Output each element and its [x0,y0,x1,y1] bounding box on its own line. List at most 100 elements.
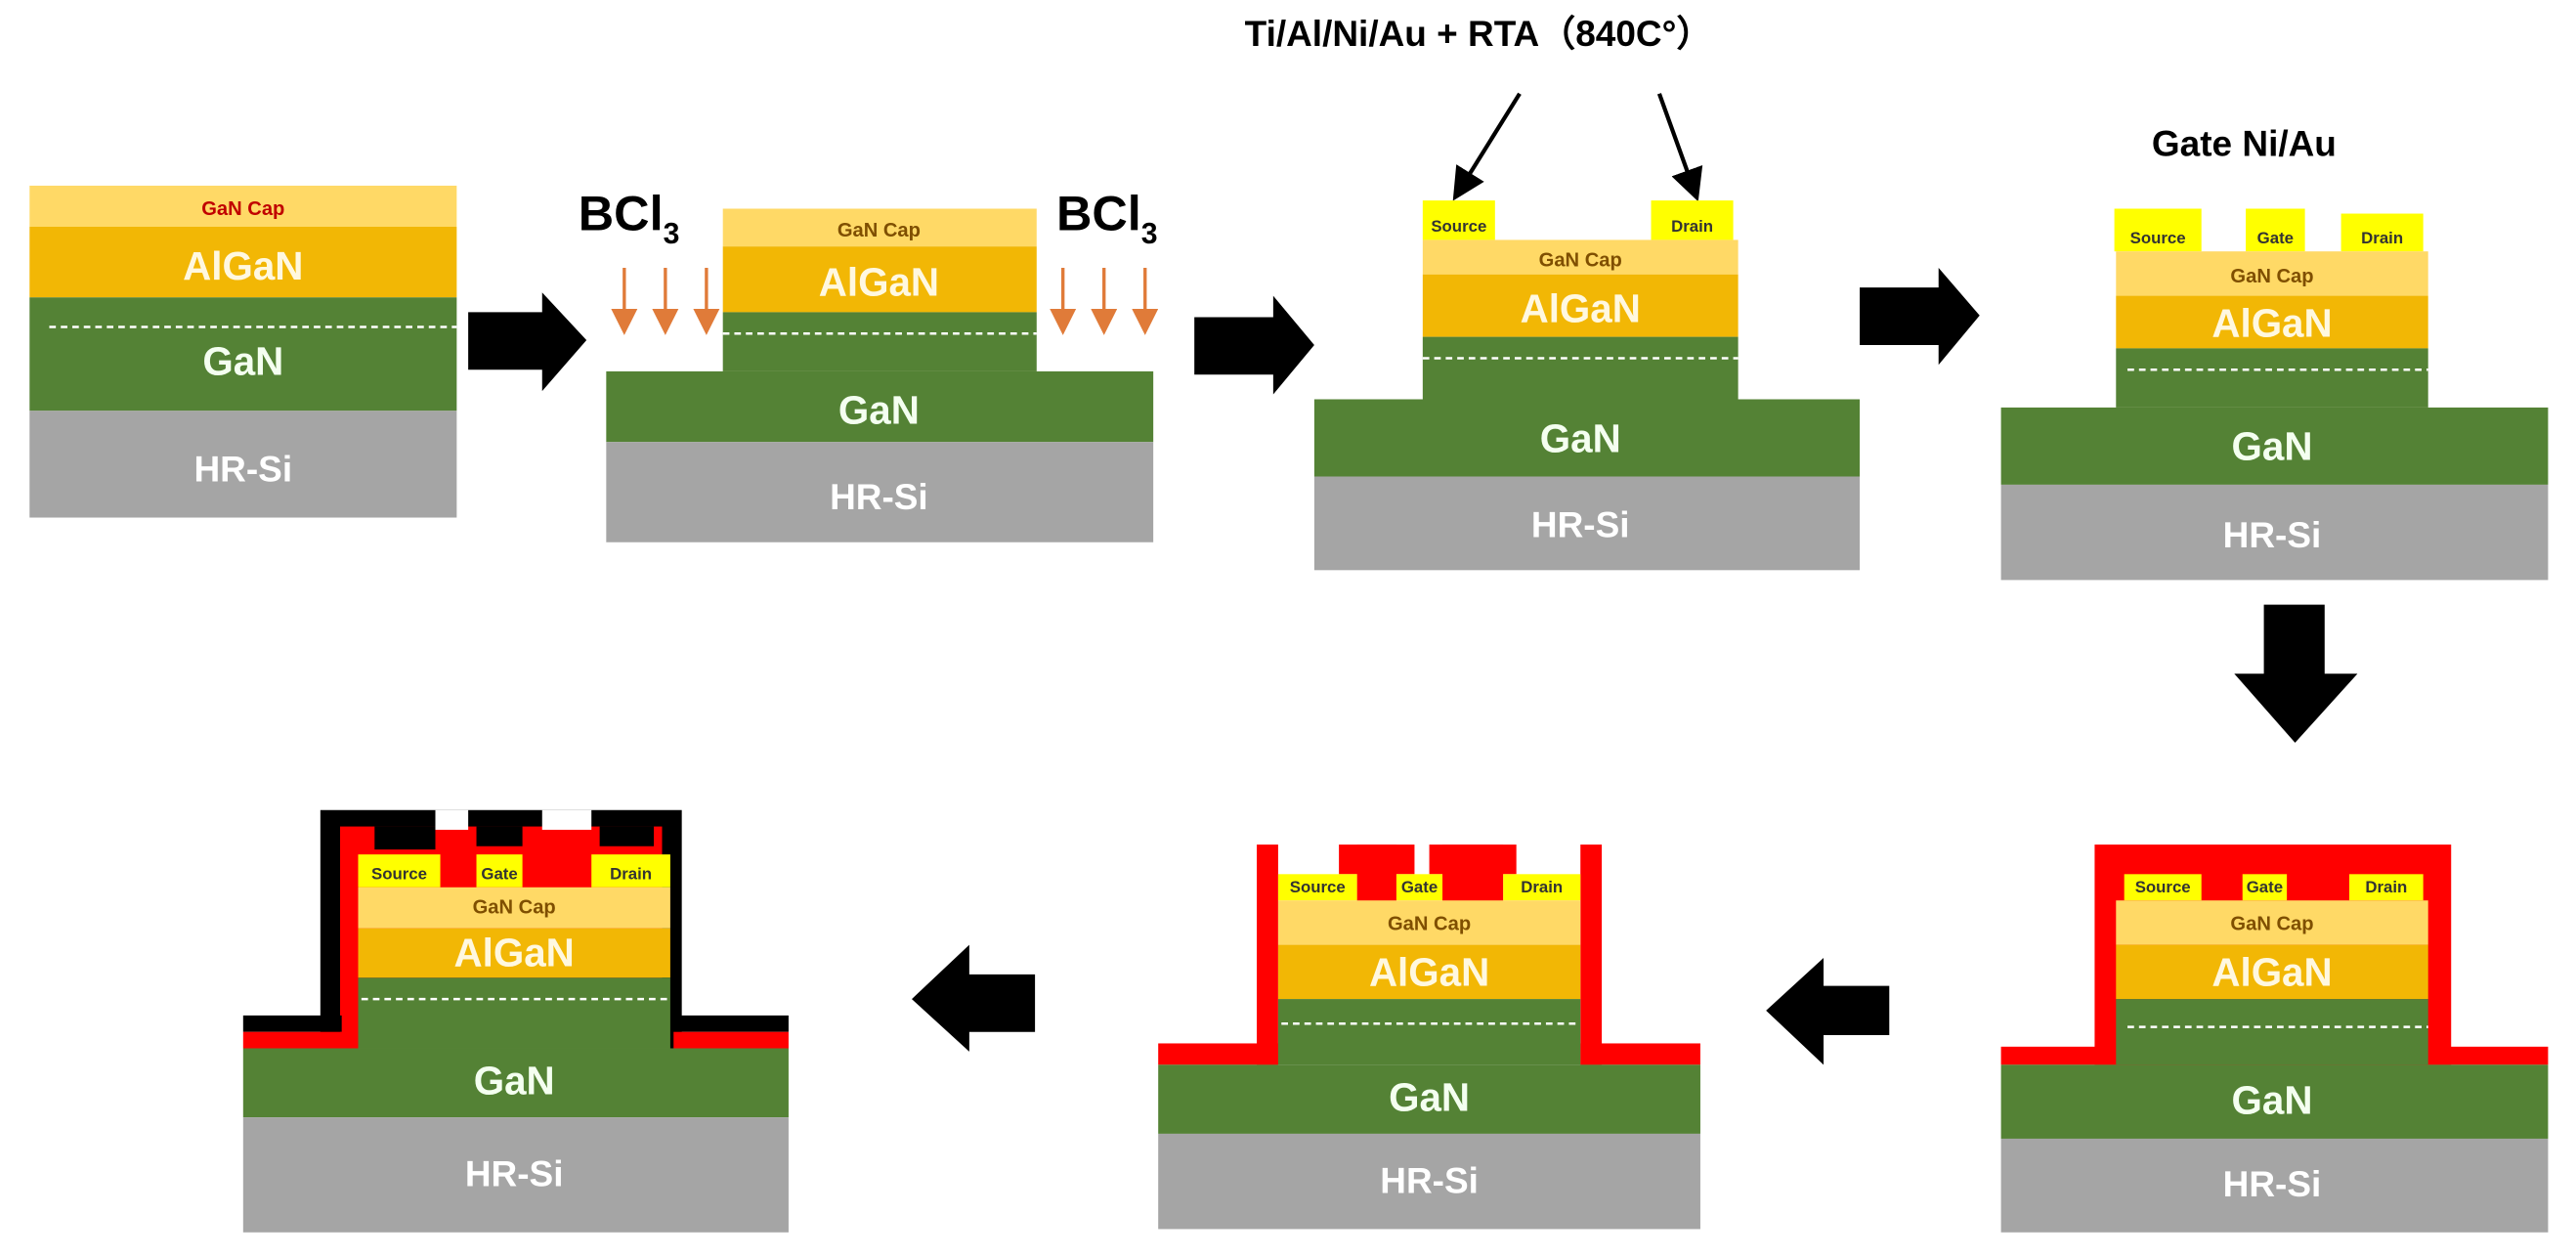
gan-cap-layer [1277,900,1581,945]
passivation-pillar [1442,845,1504,911]
pointer-arrow-icon [1656,93,1703,202]
drain-contact [591,854,670,888]
gan-mesa [1422,336,1739,400]
passivation-foot [673,1031,789,1049]
gan-layer [1158,1064,1700,1134]
hr-si-label: HR-Si [2223,515,2322,555]
algan-label: AlGaN [183,243,303,288]
source-contact [358,854,441,888]
hr-si-label: HR-Si [830,477,928,517]
gan-mesa [722,312,1037,371]
gan-cap-label: GaN Cap [2230,266,2313,287]
drain-contact [2340,213,2424,252]
gan-layer [2000,1064,2549,1139]
gan-mesa [2116,348,2428,408]
contact-label: Source [1431,217,1486,236]
pointer-arrow-icon [1452,92,1522,201]
gan-layer [1313,399,1861,477]
passivation-wall [1580,845,1603,1065]
hr-si-label: HR-Si [465,1154,564,1194]
top-layer-opening [435,809,469,830]
algan-label: AlGaN [2211,950,2332,995]
contact-label: Source [2130,229,2186,247]
ohmic-metal-label: Ti/Al/Ni/Au + RTA（840C°） [1245,14,1713,54]
gan-mesa [358,977,670,1049]
gate-contact [1395,874,1443,901]
source-contact [2114,208,2202,252]
algan-layer [358,928,670,978]
gan-label: GaN [2232,424,2313,469]
contact-label: Drain [1521,878,1563,896]
passivation-foot [1158,1043,1278,1065]
contact-label: Source [371,864,427,883]
gan-layer [606,370,1154,443]
arrow-right-icon [468,292,587,392]
algan-layer [1422,274,1739,337]
gan-mesa [2116,999,2428,1065]
gan-label: GaN [474,1059,555,1104]
gan-cap-layer [722,208,1037,247]
gan-label: GaN [202,338,283,383]
top-layer-pillar [476,826,523,846]
top-layer-pillar [599,826,655,846]
contact-label: Drain [2365,878,2407,896]
algan-layer [1277,944,1581,1000]
gan-cap-label: GaN Cap [837,220,921,241]
hr-si-substrate [242,1117,789,1233]
contact-label: Gate [1401,878,1438,896]
top-layer-foot [242,1015,342,1032]
gan-cap-layer [2116,900,2428,945]
gan-label: GaN [838,388,920,433]
hr-si-substrate [2000,484,2549,581]
source-contact [1422,200,1495,240]
gan-label: GaN [1389,1074,1470,1119]
gan-label: GaN [1540,415,1621,460]
contact-label: Source [2135,878,2191,896]
drain-contact [1503,874,1581,901]
gan-label: GaN [2232,1078,2313,1123]
gan-cap-layer [2116,251,2428,296]
algan-label: AlGaN [1521,285,1641,330]
contact-label: Gate [481,864,517,883]
gan-cap-label: GaN Cap [1388,913,1471,934]
hr-si-label: HR-Si [1380,1160,1479,1200]
gan-layer [242,1048,789,1118]
source-contact [1277,874,1357,901]
gate-contact [2246,208,2305,252]
passivation-foot [242,1031,342,1049]
gate-metal-label: Gate Ni/Au [2152,124,2337,164]
passivation-wall [1257,845,1278,1065]
contact-label: Gate [2257,229,2294,247]
algan-layer [722,246,1037,313]
passivation-foot [1580,1043,1700,1065]
gan-cap-layer [29,185,457,227]
arrow-down-icon [2234,604,2358,743]
hr-si-substrate [606,442,1154,542]
gan-layer [2000,407,2549,485]
gan-cap-label: GaN Cap [201,198,284,220]
drain-contact [2349,874,2424,901]
contact-label: Source [1290,878,1346,896]
arrow-left-icon [1766,958,1890,1065]
gan-cap-layer [358,887,670,929]
gate-contact [476,854,523,888]
gan-layer [29,297,457,412]
contact-label: Drain [1671,217,1713,236]
contact-label: Drain [610,864,652,883]
algan-label: AlGaN [454,930,575,975]
source-contact [2124,874,2202,901]
top-layer-pillar [374,826,436,850]
arrow-right-icon [1860,268,1980,366]
hr-si-substrate [1158,1133,1700,1230]
hr-si-label: HR-Si [2223,1164,2322,1204]
drain-contact [1651,200,1734,240]
top-layer-opening [541,809,592,830]
contact-label: Drain [2361,229,2403,247]
gan-cap-layer [1422,239,1739,275]
bcl3-etch-label: BCl3 [1056,185,1158,249]
arrow-right-icon [1194,295,1314,395]
hr-si-label: HR-Si [193,450,292,490]
algan-layer [2116,944,2428,1000]
gan-cap-label: GaN Cap [2230,913,2313,934]
